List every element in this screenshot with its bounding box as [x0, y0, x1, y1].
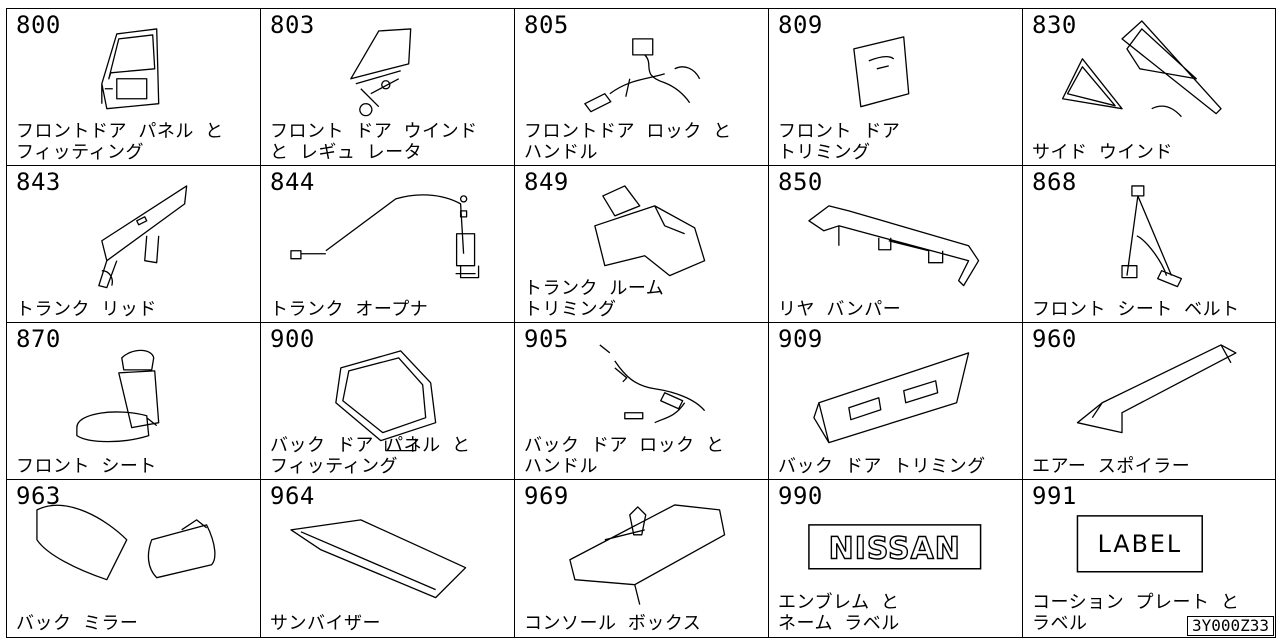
part-cell-843[interactable]: 843 トランク リッド	[6, 165, 262, 324]
part-cell-800[interactable]: 800 フロントドア パネル と フィッティング	[6, 8, 262, 167]
part-label: コーション プレート と ラベル	[1032, 591, 1240, 634]
diagram-code: 3Y000Z33	[1186, 616, 1274, 636]
part-number: 964	[270, 482, 315, 510]
part-number: 991	[1032, 482, 1077, 510]
part-number: 843	[16, 168, 61, 196]
part-number: 909	[778, 325, 823, 353]
part-label: フロント ドア トリミング	[778, 120, 901, 163]
part-number: 870	[16, 325, 61, 353]
part-number: 849	[524, 168, 569, 196]
part-label: フロント ドア ウインド と レギュ レータ	[270, 120, 478, 163]
part-number: 868	[1032, 168, 1077, 196]
part-number: 805	[524, 11, 569, 39]
part-number: 830	[1032, 11, 1077, 39]
part-number: 905	[524, 325, 569, 353]
part-cell-963[interactable]: 963 バック ミラー	[6, 479, 262, 638]
part-label: バック ドア パネル と フィッティング	[270, 434, 471, 477]
part-label: トランク リッド	[16, 298, 157, 320]
part-number: 800	[16, 11, 61, 39]
part-cell-960[interactable]: 960 エアー スポイラー	[1022, 322, 1276, 481]
part-number: 850	[778, 168, 823, 196]
part-cell-809[interactable]: 809 フロント ドア トリミング	[768, 8, 1024, 167]
part-number: 990	[778, 482, 823, 510]
part-number: 844	[270, 168, 315, 196]
part-number: 969	[524, 482, 569, 510]
part-number: 809	[778, 11, 823, 39]
part-cell-905[interactable]: 905 バック ドア ロック と ハンドル	[514, 322, 770, 481]
part-number: 900	[270, 325, 315, 353]
emblem-text: NISSAN	[829, 532, 961, 567]
part-number: 963	[16, 482, 61, 510]
part-label: フロントドア パネル と フィッティング	[16, 120, 224, 163]
part-label: フロント シート	[16, 455, 157, 477]
part-label: トランク オープナ	[270, 298, 429, 320]
part-label: トランク ルーム トリミング	[524, 277, 665, 320]
part-label: フロントドア ロック と ハンドル	[524, 120, 732, 163]
part-number: 803	[270, 11, 315, 39]
part-label: バック ドア トリミング	[778, 455, 986, 477]
part-cell-850[interactable]: 850 リヤ バンパー	[768, 165, 1024, 324]
part-label: コンソール ボックス	[524, 612, 702, 634]
part-label: サンバイザー	[270, 612, 381, 634]
part-cell-803[interactable]: 803 フロント ドア ウインド と レギュ レータ	[260, 8, 516, 167]
part-cell-805[interactable]: 805 フロントドア ロック と ハンドル	[514, 8, 770, 167]
part-label: エアー スポイラー	[1032, 455, 1191, 477]
part-cell-868[interactable]: 868 フロント シート ベルト	[1022, 165, 1276, 324]
part-cell-849[interactable]: 849 トランク ルーム トリミング	[514, 165, 770, 324]
part-cell-969[interactable]: 969 コンソール ボックス	[514, 479, 770, 638]
part-label: エンブレム と ネーム ラベル	[778, 591, 900, 634]
part-cell-909[interactable]: 909 バック ドア トリミング	[768, 322, 1024, 481]
parts-grid: 800 フロントドア パネル と フィッティング 803 フロント ドア ウインド と…	[6, 8, 1276, 638]
part-label: リヤ バンパー	[778, 298, 902, 320]
part-label: バック ミラー	[16, 612, 139, 634]
plate-text: LABEL	[1098, 530, 1182, 558]
part-cell-870[interactable]: 870 フロント シート	[6, 322, 262, 481]
part-cell-964[interactable]: 964 サンバイザー	[260, 479, 516, 638]
part-number: 960	[1032, 325, 1077, 353]
part-label: バック ドア ロック と ハンドル	[524, 434, 725, 477]
part-cell-844[interactable]: 844 トランク オープナ	[260, 165, 516, 324]
part-label: フロント シート ベルト	[1032, 298, 1240, 320]
part-cell-900[interactable]: 900 バック ドア パネル と フィッティング	[260, 322, 516, 481]
part-cell-830[interactable]: 830 サイド ウインド	[1022, 8, 1276, 167]
part-label: サイド ウインド	[1032, 141, 1173, 163]
